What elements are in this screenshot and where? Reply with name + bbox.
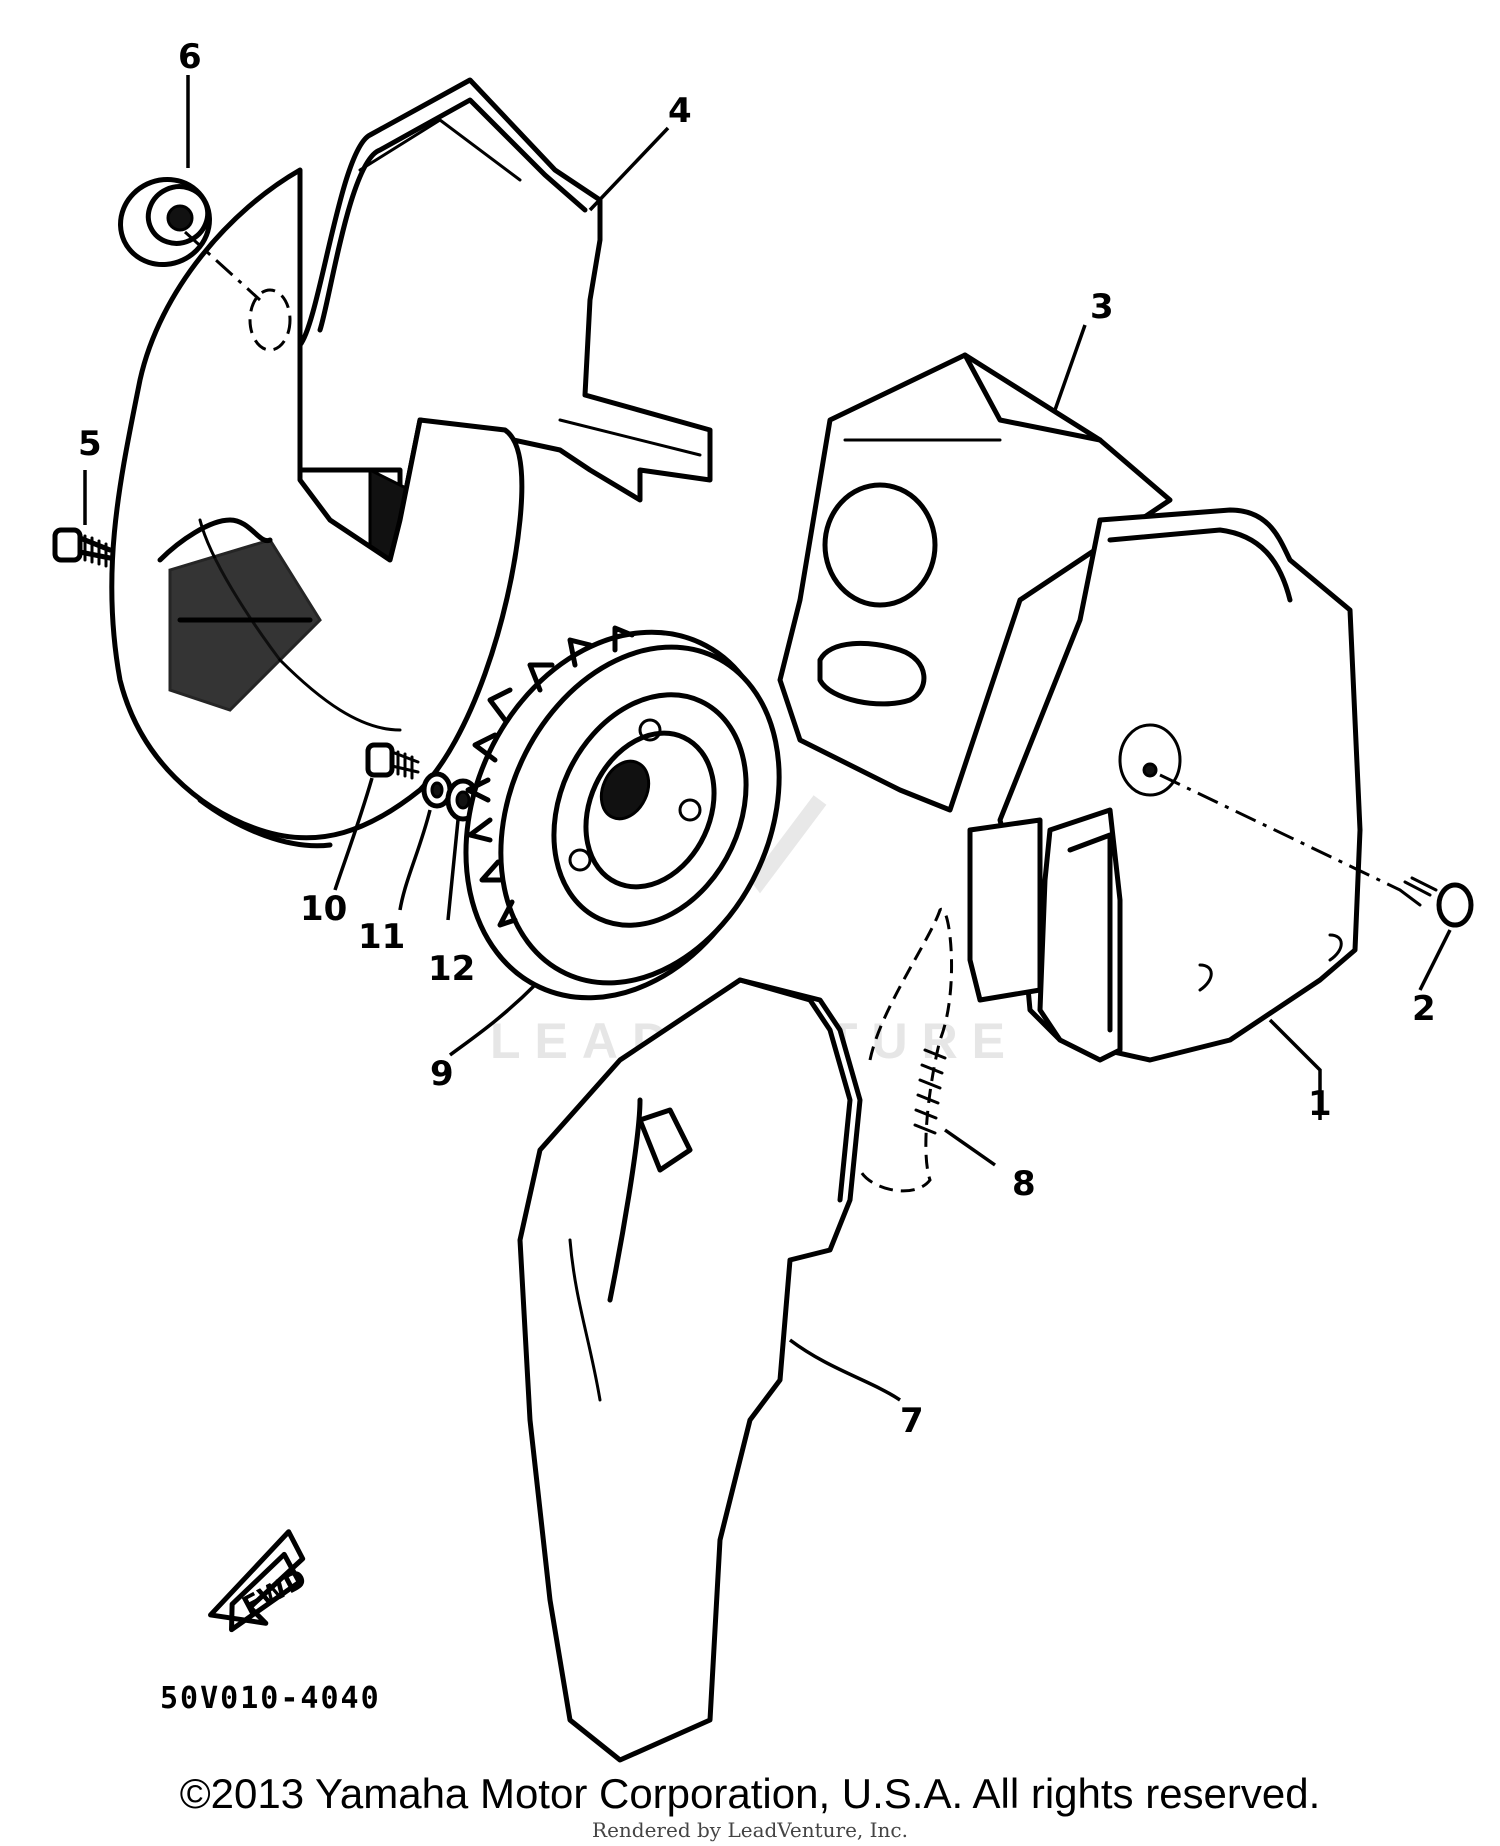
diagram-code: 50V010-4040 (160, 1681, 381, 1716)
callout-3: 3 (1090, 287, 1114, 327)
part-5-bolt (52, 470, 113, 568)
callout-1: 1 (1308, 1084, 1332, 1124)
lower-left-housing (109, 167, 525, 849)
callout-5: 5 (78, 424, 102, 464)
part-8-hose (858, 907, 997, 1193)
part-1-fan-housing (967, 507, 1401, 1120)
part-9-flywheel (448, 625, 782, 1057)
callout-4: 4 (668, 91, 692, 131)
part-10-bolt (333, 742, 420, 891)
callout-10: 10 (300, 889, 347, 929)
part-6-oil-seal (118, 176, 262, 302)
callout-6: 6 (178, 37, 202, 77)
callout-2: 2 (1412, 989, 1436, 1029)
fwd-arrow-icon: FWD (208, 1529, 312, 1633)
callout-7: 7 (900, 1401, 924, 1441)
callout-8: 8 (1012, 1164, 1036, 1204)
callout-11: 11 (358, 917, 405, 957)
part-3-baffle (777, 324, 1173, 813)
callout-labels: 1 2 3 4 5 6 7 8 9 10 11 12 (78, 37, 1436, 1441)
part-7-intake-duct (517, 977, 901, 1763)
copyright-notice: ©2013 Yamaha Motor Corporation, U.S.A. A… (179, 1770, 1321, 1817)
callout-9: 9 (430, 1054, 454, 1094)
callout-12: 12 (428, 949, 475, 989)
part-2-screw (1398, 876, 1474, 991)
rendered-by-notice: Rendered by LeadVenture, Inc. (592, 1818, 908, 1842)
part-11-washer (398, 771, 453, 911)
